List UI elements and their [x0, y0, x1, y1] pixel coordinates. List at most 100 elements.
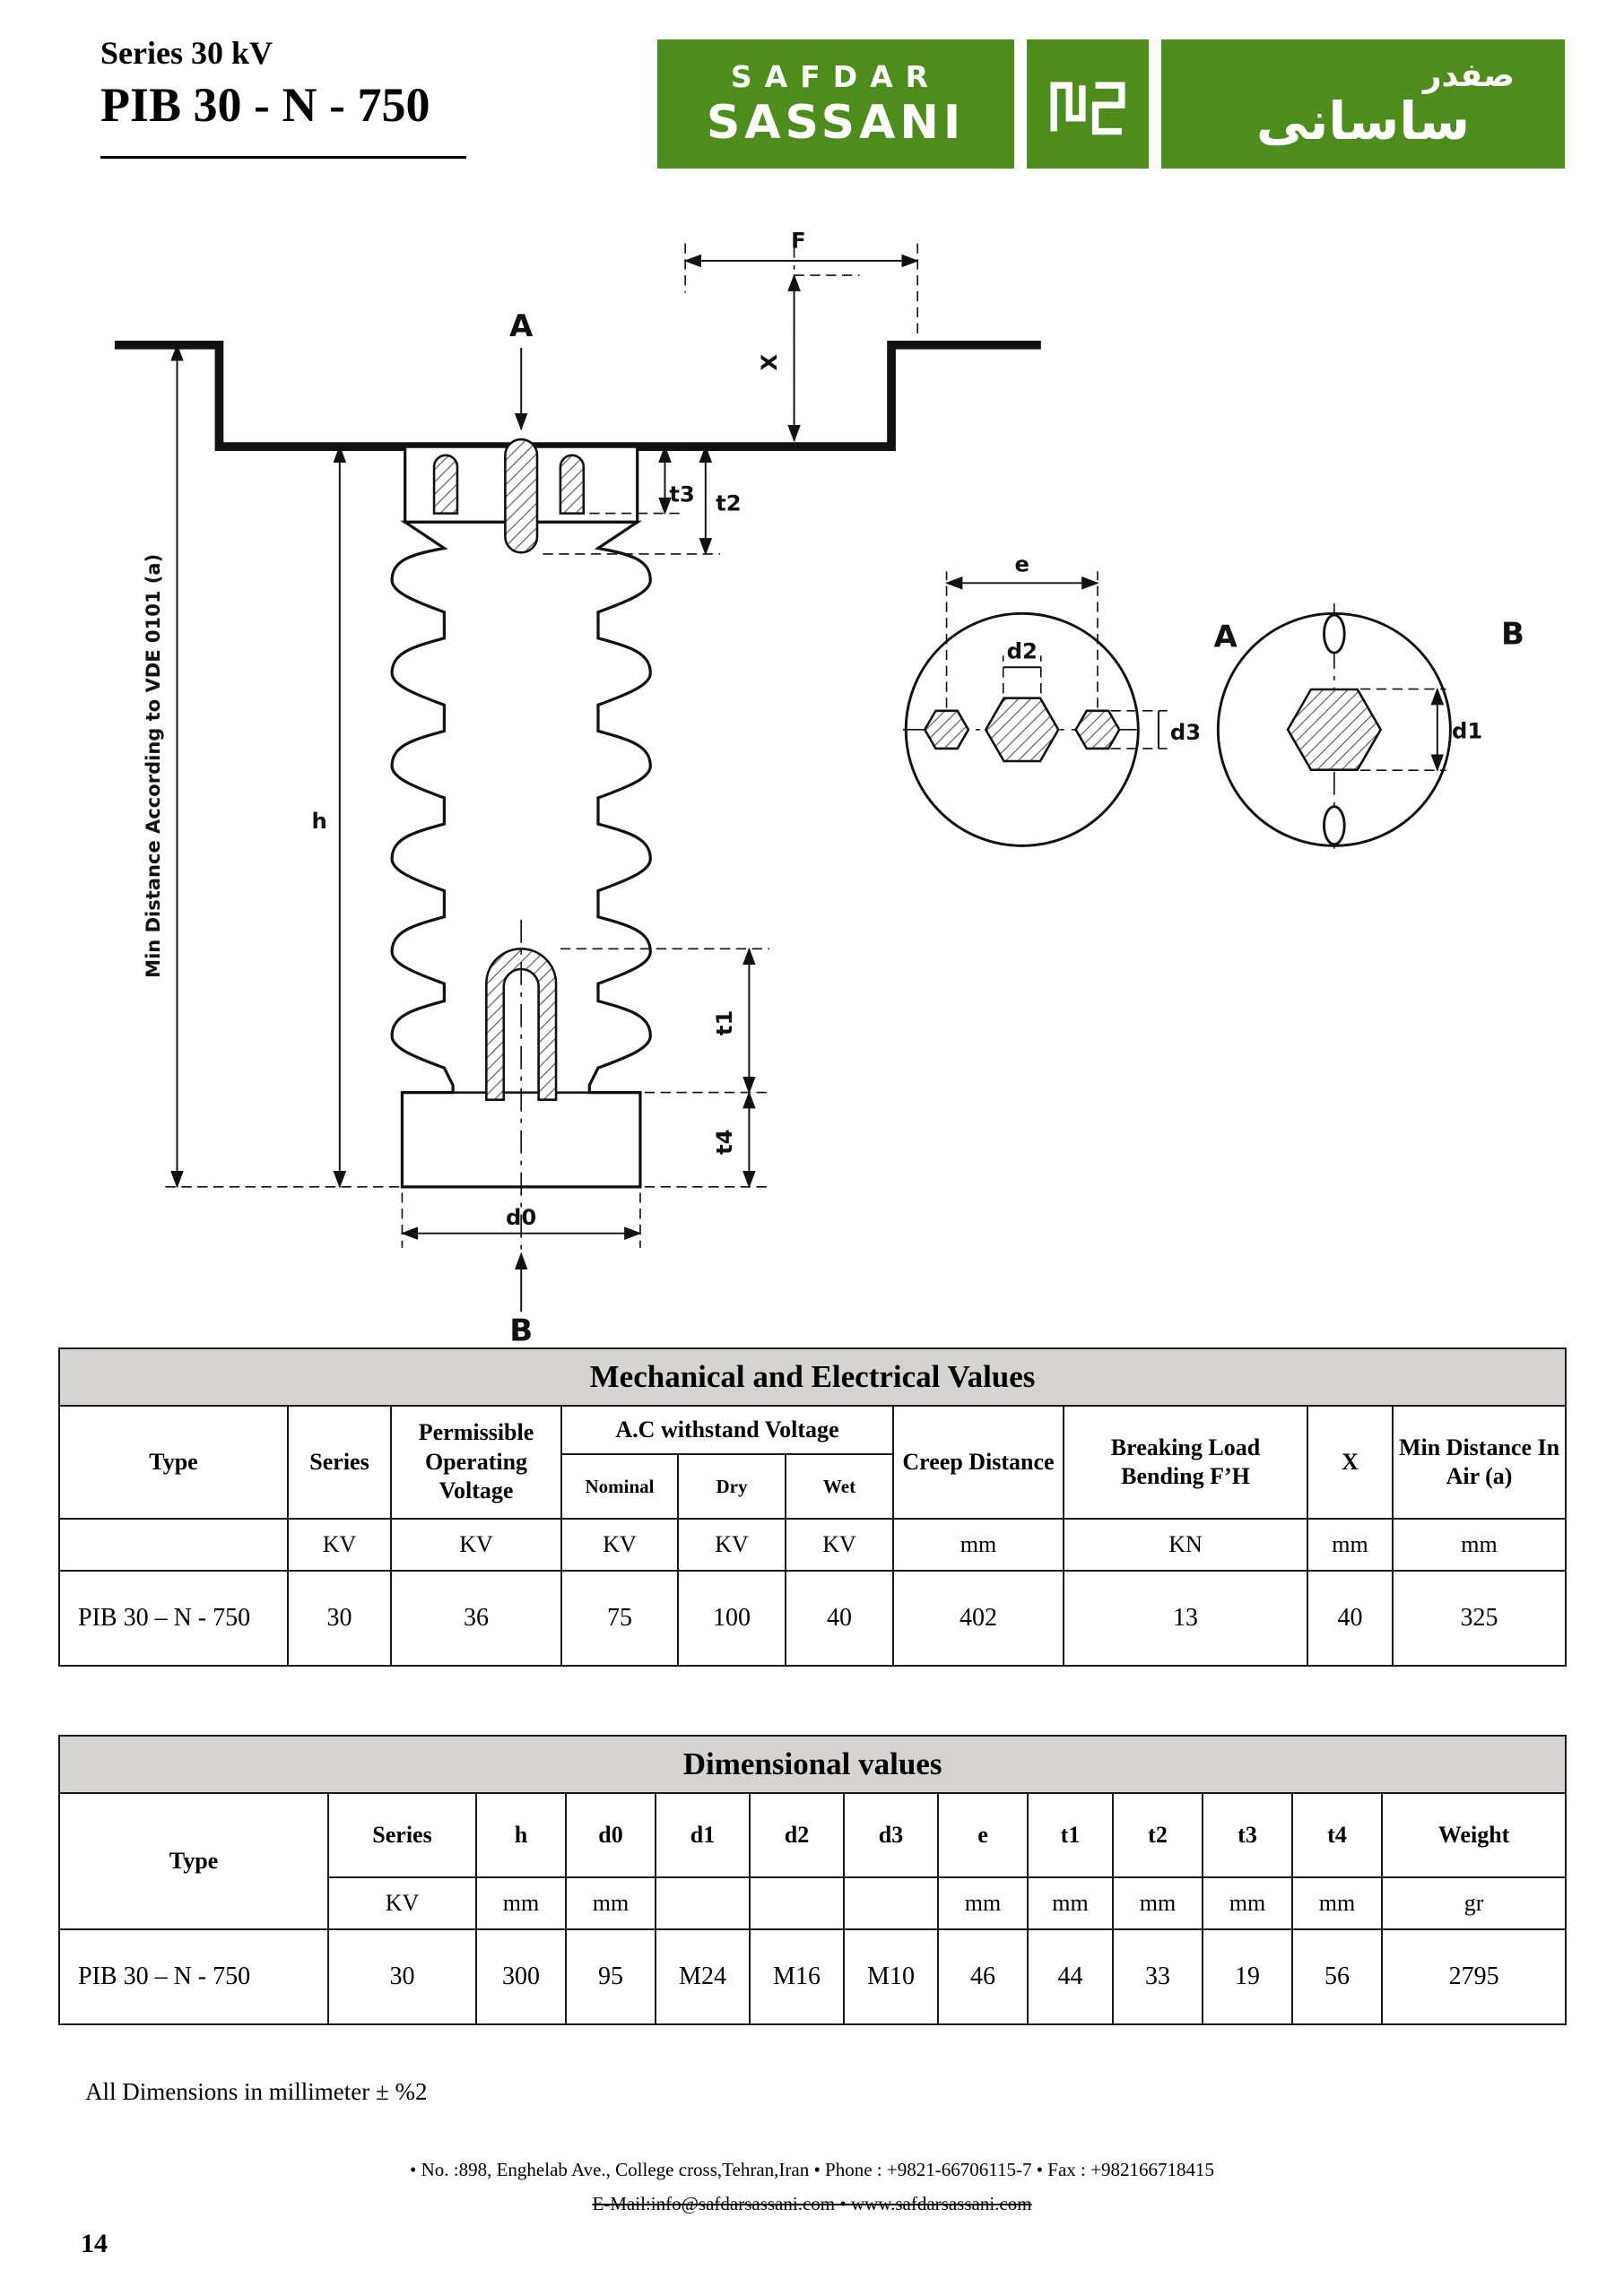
col-wet: Wet	[785, 1453, 894, 1520]
unit-type	[58, 1518, 289, 1572]
dim-col-d2: d2	[749, 1792, 845, 1878]
dim-unit-d2	[749, 1876, 845, 1930]
dim-col-type: Type	[58, 1792, 329, 1930]
view-a: e d2 d3 A	[903, 550, 1238, 847]
dim-col-t1: t1	[1027, 1792, 1114, 1878]
col-dry: Dry	[677, 1453, 786, 1520]
dim-unit-e: mm	[937, 1876, 1029, 1930]
col-breaking-load: Breaking Load Bending F’H	[1063, 1405, 1308, 1520]
dim-unit-d0: mm	[565, 1876, 656, 1930]
dim-unit-d3	[843, 1876, 939, 1930]
logo-arabic-bottom: ساسانی	[1255, 90, 1471, 152]
section-label-b: B	[509, 1313, 533, 1347]
dim-value-d2: M16	[749, 1928, 845, 2025]
dim-col-d1: d1	[655, 1792, 751, 1878]
label-t2: t2	[716, 490, 741, 516]
col-creep-distance: Creep Distance	[892, 1405, 1064, 1520]
nut-small-right	[1074, 709, 1121, 750]
label-d0: d0	[506, 1204, 536, 1230]
dim-col-d3: d3	[843, 1792, 939, 1878]
dim-col-t3: t3	[1202, 1792, 1293, 1878]
value-min-air: 325	[1391, 1570, 1568, 1667]
nut-small-left	[923, 709, 970, 750]
dim-unit-h: mm	[475, 1876, 567, 1930]
dim-value-d1: M24	[655, 1928, 751, 2025]
logo-arabic-block: صفدر ساسانی	[1161, 39, 1565, 169]
header-rule	[100, 156, 466, 159]
label-min-distance: Min Distance According to VDE 0101 (a)	[142, 554, 164, 978]
logo-latin-block: SAFDAR SASSANI	[657, 39, 1014, 169]
logo-name-bottom: SASSANI	[706, 95, 966, 150]
value-type: PIB 30 – N - 750	[58, 1570, 289, 1667]
mounting-panel	[114, 340, 1041, 451]
dim-col-d0: d0	[565, 1792, 656, 1878]
address-line: • No. :898, Enghelab Ave., College cross…	[410, 2159, 1214, 2180]
dim-col-weight: Weight	[1380, 1792, 1568, 1878]
dim-unit-weight: gr	[1380, 1876, 1568, 1930]
unit-dry: KV	[677, 1518, 786, 1572]
value-wet: 40	[785, 1570, 894, 1667]
dim-value-e: 46	[937, 1928, 1029, 2025]
value-series: 30	[287, 1570, 392, 1667]
logo-arabic-top: صفدر	[1422, 56, 1515, 94]
dimensional-values-table: Dimensional values Type Series h d0 d1 d…	[57, 1735, 1568, 2025]
dim-value-t2: 33	[1112, 1928, 1203, 2025]
slot-top	[1323, 613, 1346, 654]
value-pov: 36	[390, 1570, 562, 1667]
section-label-a: A	[509, 308, 534, 344]
col-nominal: Nominal	[560, 1453, 679, 1520]
logo-emblem-block	[1027, 39, 1149, 169]
dim-col-series: Series	[327, 1792, 477, 1878]
monogram-icon	[1050, 82, 1125, 135]
label-h: h	[312, 808, 327, 834]
label-f: F	[791, 227, 806, 253]
unit-breaking: KN	[1063, 1518, 1308, 1572]
unit-nominal: KV	[560, 1518, 679, 1572]
technical-drawing: A F X t3 t2 h Min Distance According to …	[114, 227, 1524, 1347]
unit-creep: mm	[892, 1518, 1064, 1572]
top-stud-left	[432, 454, 459, 515]
label-t4: t4	[711, 1129, 737, 1154]
dim-unit-t4: mm	[1291, 1876, 1383, 1930]
slot-bottom	[1323, 805, 1346, 846]
value-breaking: 13	[1063, 1570, 1308, 1667]
email-website-line: E-Mail:info@safdarsassani.com • www.safd…	[592, 2193, 1032, 2214]
dim-unit-series: KV	[327, 1876, 477, 1930]
col-permissible-voltage: Permissible Operating Voltage	[390, 1405, 562, 1520]
view-b-label: B	[1501, 616, 1524, 652]
col-min-distance-air: Min Distance In Air (a)	[1391, 1405, 1568, 1520]
col-type: Type	[58, 1405, 289, 1520]
dim-value-t4: 56	[1291, 1928, 1383, 2025]
dim-value-t3: 19	[1202, 1928, 1293, 2025]
unit-x: mm	[1307, 1518, 1394, 1572]
label-x: X	[756, 354, 782, 371]
dim-value-t1: 44	[1027, 1928, 1114, 2025]
dim-value-d0: 95	[565, 1928, 656, 2025]
value-x: 40	[1307, 1570, 1394, 1667]
dimensions-note: All Dimensions in millimeter ± %2	[85, 2078, 428, 2105]
value-nominal: 75	[560, 1570, 679, 1667]
dim-unit-t1: mm	[1027, 1876, 1114, 1930]
insulator-body	[390, 520, 652, 1189]
label-t1: t1	[711, 1010, 737, 1035]
mechanical-electrical-table: Mechanical and Electrical Values Type Se…	[57, 1347, 1568, 1667]
dim-unit-d1	[655, 1876, 751, 1930]
logo-name-top: SAFDAR	[730, 58, 942, 94]
col-series: Series	[287, 1405, 392, 1520]
label-d3: d3	[1170, 719, 1201, 745]
dim-col-h: h	[475, 1792, 567, 1878]
model-title: PIB 30 - N - 750	[100, 78, 430, 132]
dim-value-h: 300	[475, 1928, 567, 2025]
dim-unit-t3: mm	[1202, 1876, 1293, 1930]
company-logo: SAFDAR SASSANI صفدر ساسانی	[657, 39, 1565, 169]
value-dry: 100	[677, 1570, 786, 1667]
unit-min-air: mm	[1391, 1518, 1568, 1572]
bottom-thread-insert	[485, 948, 558, 1102]
dim-value-weight: 2795	[1380, 1928, 1568, 2025]
page-header: Series 30 kV PIB 30 - N - 750	[100, 34, 466, 159]
top-stud-center	[504, 438, 539, 554]
col-x: X	[1307, 1405, 1394, 1520]
dim-col-t2: t2	[1112, 1792, 1203, 1878]
dim-table-title: Dimensional values	[57, 1735, 1568, 1794]
